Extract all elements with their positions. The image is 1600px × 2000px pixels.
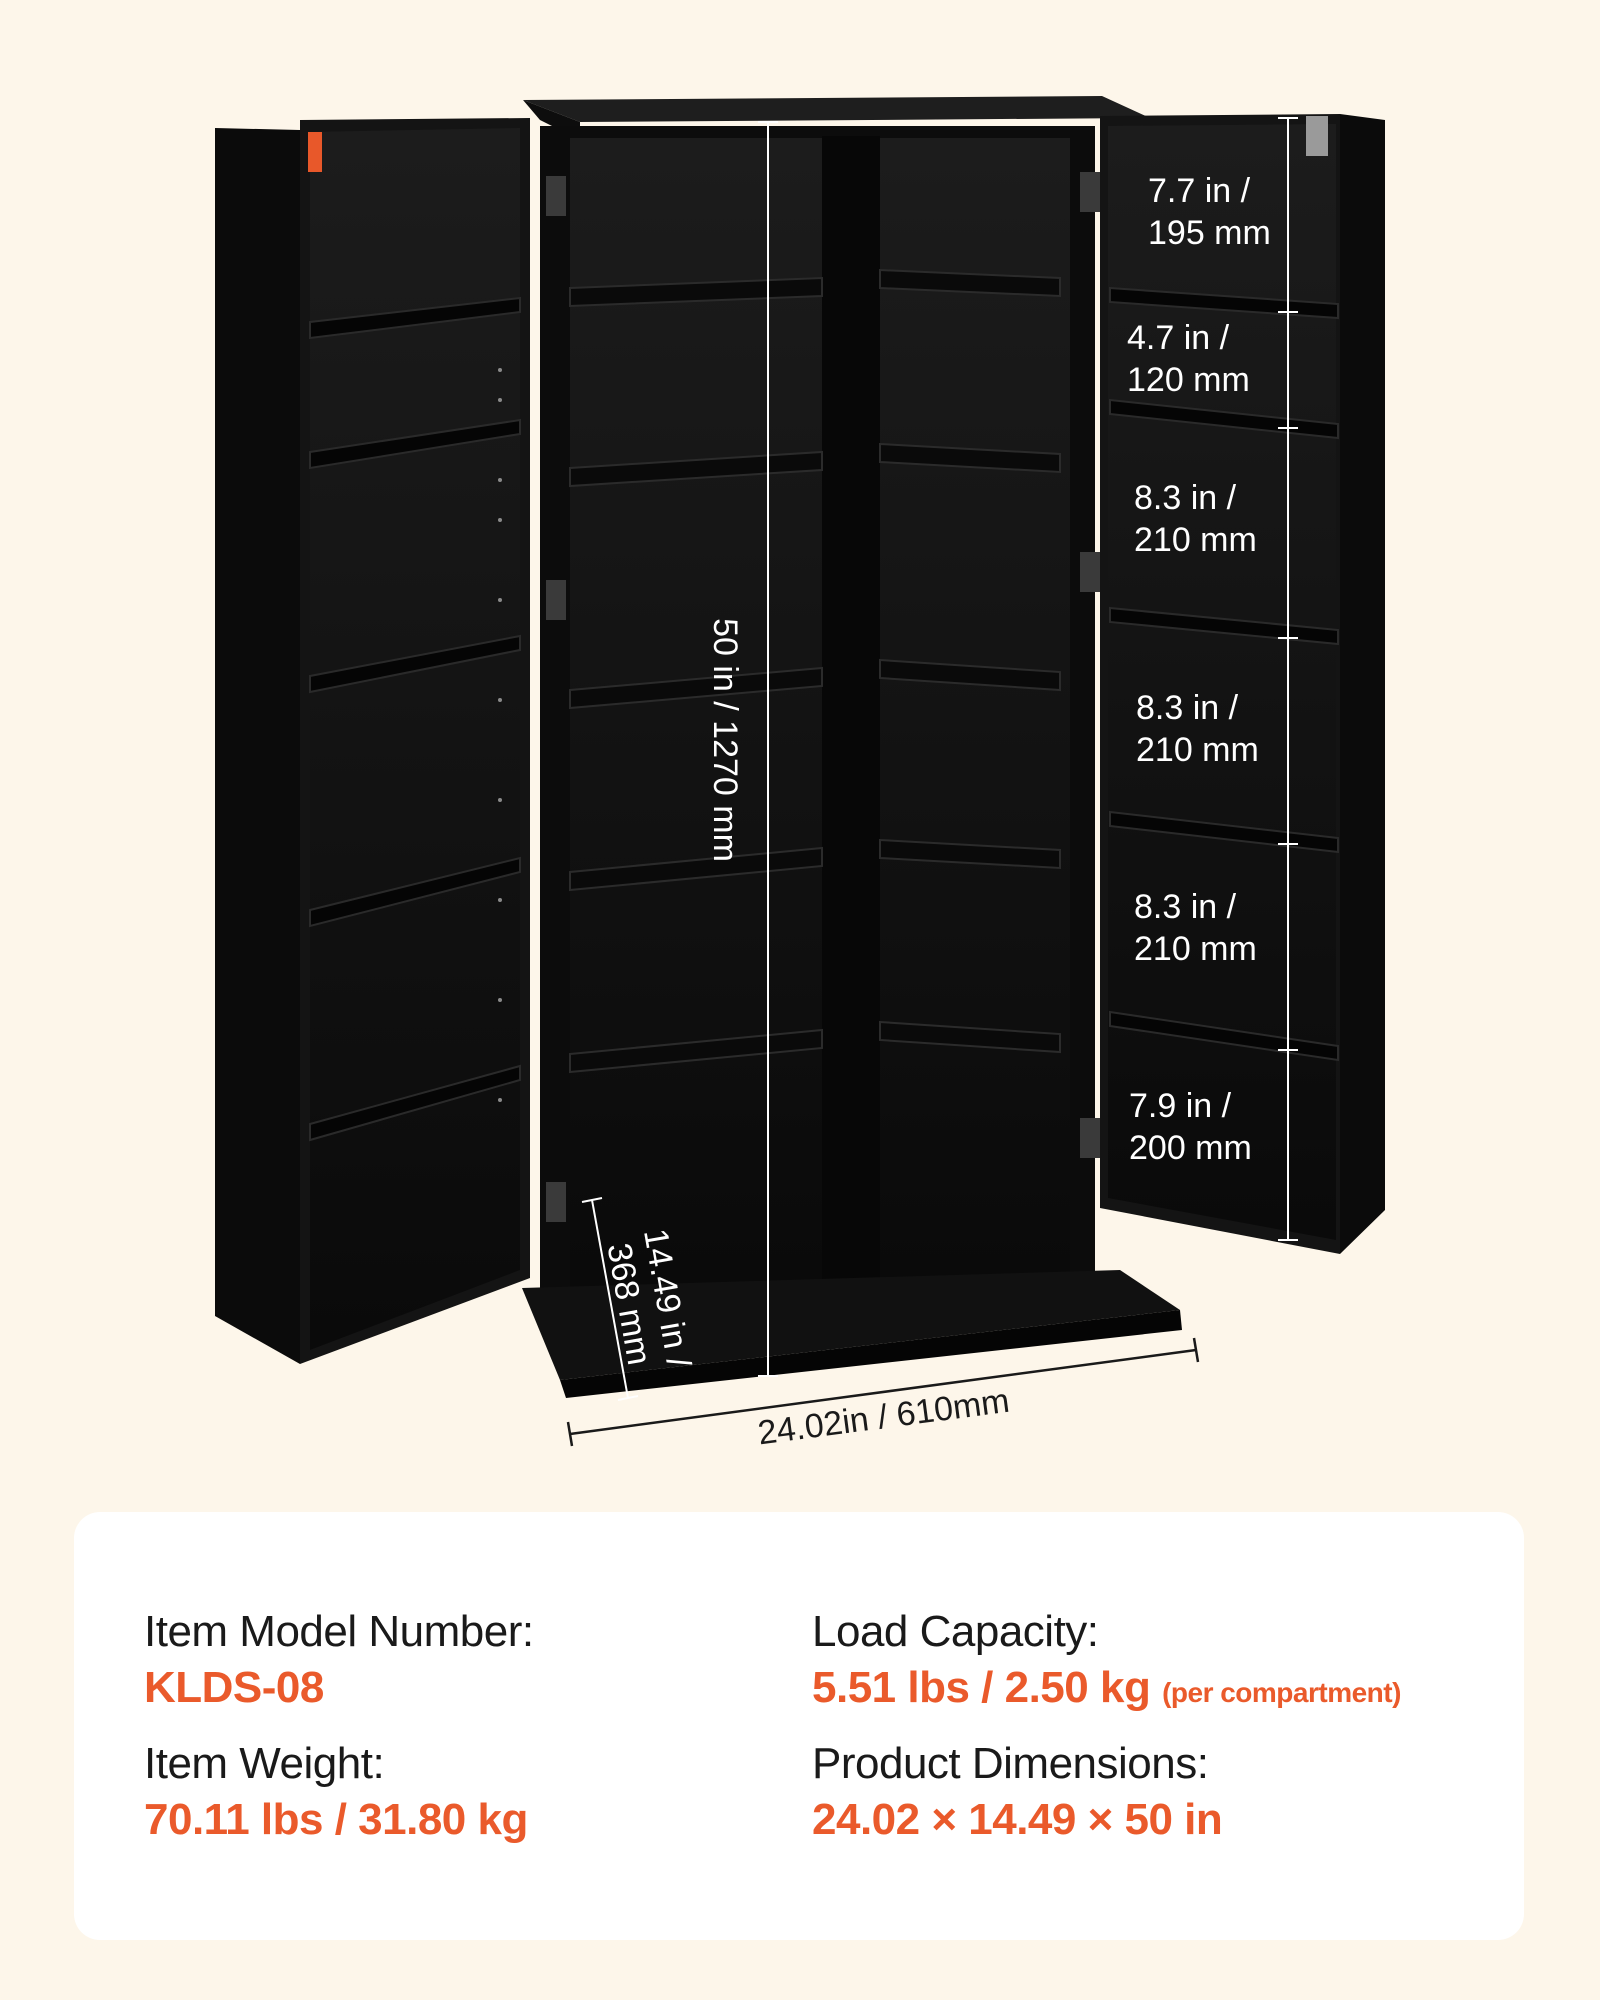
cabinet-product-image: 50 in / 1270 mm 14.49 in / 368 mm 24.02i… bbox=[215, 96, 1385, 1452]
spec-dimensions: Product Dimensions: 24.02 × 14.49 × 50 i… bbox=[812, 1736, 1223, 1848]
load-label: Load Capacity: bbox=[812, 1607, 1099, 1656]
compartment-4-line1: 8.3 in / bbox=[1136, 689, 1239, 727]
spec-card: Item Model Number: KLDS-08 Item Weight: … bbox=[74, 1512, 1524, 1940]
center-divider bbox=[822, 136, 880, 1326]
spec-model: Item Model Number: KLDS-08 bbox=[144, 1604, 534, 1716]
load-note: (per compartment) bbox=[1162, 1677, 1401, 1708]
spec-load: Load Capacity: 5.51 lbs / 2.50 kg (per c… bbox=[812, 1604, 1401, 1721]
depth-dimension-line bbox=[581, 1197, 639, 1401]
compartment-4-line2: 210 mm bbox=[1136, 731, 1259, 769]
width-dimension-line bbox=[566, 1337, 1200, 1447]
compartment-5-line2: 210 mm bbox=[1134, 930, 1257, 968]
compartment-6-line2: 200 mm bbox=[1129, 1129, 1252, 1167]
door-latch-icon bbox=[1306, 116, 1328, 156]
load-value: 5.51 lbs / 2.50 kg bbox=[812, 1663, 1151, 1712]
compartment-labels: 7.7 in / 195 mm 4.7 in / 120 mm 8.3 in /… bbox=[1127, 172, 1271, 1167]
compartment-2-line2: 120 mm bbox=[1127, 361, 1250, 399]
door-tag-icon bbox=[308, 132, 322, 172]
model-value: KLDS-08 bbox=[144, 1663, 324, 1712]
dimensions-value: 24.02 × 14.49 × 50 in bbox=[812, 1795, 1223, 1844]
compartment-2-line1: 4.7 in / bbox=[1127, 319, 1230, 357]
load-value-row: 5.51 lbs / 2.50 kg (per compartment) bbox=[812, 1660, 1401, 1721]
compartment-dimension-line bbox=[1278, 117, 1298, 1241]
spec-weight: Item Weight: 70.11 lbs / 31.80 kg bbox=[144, 1736, 528, 1848]
compartment-6-line1: 7.9 in / bbox=[1129, 1087, 1232, 1125]
compartment-3-line1: 8.3 in / bbox=[1134, 479, 1237, 517]
model-label: Item Model Number: bbox=[144, 1607, 534, 1656]
weight-value: 70.11 lbs / 31.80 kg bbox=[144, 1795, 528, 1844]
compartment-5-line1: 8.3 in / bbox=[1134, 888, 1237, 926]
compartment-3-line2: 210 mm bbox=[1134, 521, 1257, 559]
height-dimension-line bbox=[758, 121, 778, 1377]
right-door bbox=[1100, 114, 1385, 1254]
height-label: 50 in / 1270 mm bbox=[706, 618, 744, 862]
left-door bbox=[215, 118, 530, 1364]
compartment-1-line2: 195 mm bbox=[1148, 214, 1271, 252]
weight-label: Item Weight: bbox=[144, 1739, 385, 1788]
compartment-1-line1: 7.7 in / bbox=[1148, 172, 1251, 210]
cabinet-body bbox=[522, 96, 1182, 1398]
dimensions-label: Product Dimensions: bbox=[812, 1739, 1209, 1788]
